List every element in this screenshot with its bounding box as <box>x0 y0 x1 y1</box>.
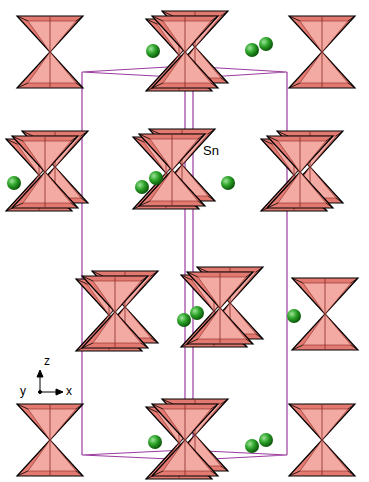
axis-label: y <box>20 385 26 397</box>
axis-label: z <box>44 355 50 367</box>
atom-label: Sn <box>203 144 219 157</box>
axis-label: x <box>66 385 72 397</box>
